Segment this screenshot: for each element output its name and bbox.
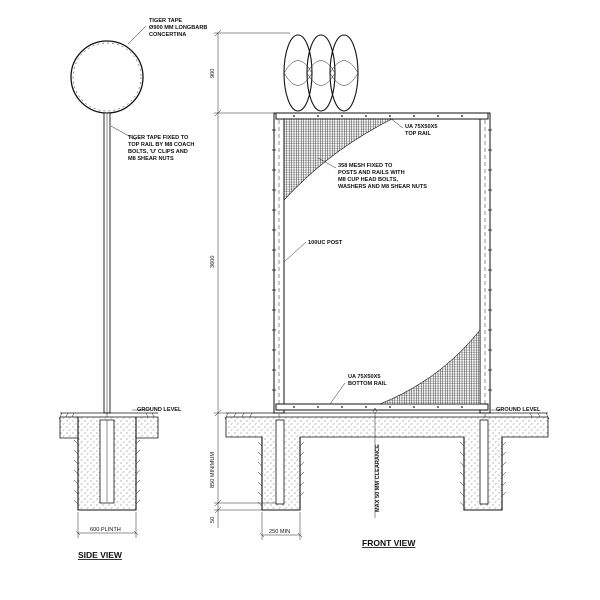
mesh-label: 358 MESH FIXED TO POSTS AND RAILS WITH M…: [338, 163, 427, 190]
side-ground-slab-left: [59, 416, 79, 439]
front-ground-label: GROUND LEVEL: [496, 407, 541, 413]
side-earth-hatch: [73, 439, 141, 505]
bottom-rail-label: UA 75X50X5 BOTTOM RAIL: [348, 374, 387, 387]
mesh-top-panel: [283, 118, 393, 201]
plinth-dim-label: 600 PLINTH: [90, 527, 121, 533]
width-dim-label: 250 MIN: [269, 529, 290, 535]
concertina-label: TIGER TAPE Ø900 mm LONGBARB CONCERTINA: [149, 18, 209, 38]
mesh-leader: [317, 157, 337, 169]
front-ground-hatch: [224, 412, 550, 420]
top-rail-label: UA 75X50X5 TOP RAIL: [405, 124, 439, 137]
tiger-fix-label: TIGER TAPE FIXED TO TOP RAIL BY M8 COACH…: [128, 135, 196, 162]
side-ground-hatch: [58, 412, 156, 420]
dim-height: 3600: [210, 256, 216, 268]
mesh-bottom-panel: [379, 329, 481, 405]
dim-embed: 850 MINIMUM: [210, 452, 216, 488]
front-plinth: [225, 416, 549, 511]
top-rail-leader: [389, 117, 404, 129]
rail-bolts: [293, 115, 463, 408]
side-plinth-outline: [77, 417, 137, 511]
dim-base: 50: [210, 517, 216, 523]
front-view: 900 3600 850 MINIMUM 50 250 MIN UA 75X50…: [210, 29, 550, 548]
clearance-label: MAX 50 mm CLEARANCE: [375, 444, 381, 512]
post-leader: [283, 241, 307, 263]
side-view-title: SIDE VIEW: [78, 550, 123, 560]
front-concertina: [283, 34, 359, 112]
front-post-foot-right: [479, 419, 489, 505]
front-post-foot-left: [275, 419, 285, 505]
front-earth-hatch: [257, 441, 507, 507]
post-label: 100UC POST: [308, 240, 343, 246]
tiger-fix-leader: [110, 125, 137, 141]
front-plinth-outline: [261, 437, 503, 511]
dim-top: 900: [210, 69, 216, 78]
concertina-leader: [127, 25, 147, 45]
bottom-rail: [275, 403, 489, 411]
concertina-coil: [70, 40, 144, 114]
side-view: 600 PLINTH SIDE VIEW TIGER TAPE Ø900 mm …: [58, 18, 209, 560]
top-rail: [275, 112, 489, 120]
post-bolt-ticks: [272, 129, 492, 391]
bottom-rail-leader: [329, 382, 346, 405]
side-ground-label: GROUND LEVEL: [137, 407, 182, 413]
concertina-barbs: [72, 42, 142, 112]
front-view-title: FRONT VIEW: [362, 538, 416, 548]
side-ground-slab-right: [135, 416, 159, 439]
